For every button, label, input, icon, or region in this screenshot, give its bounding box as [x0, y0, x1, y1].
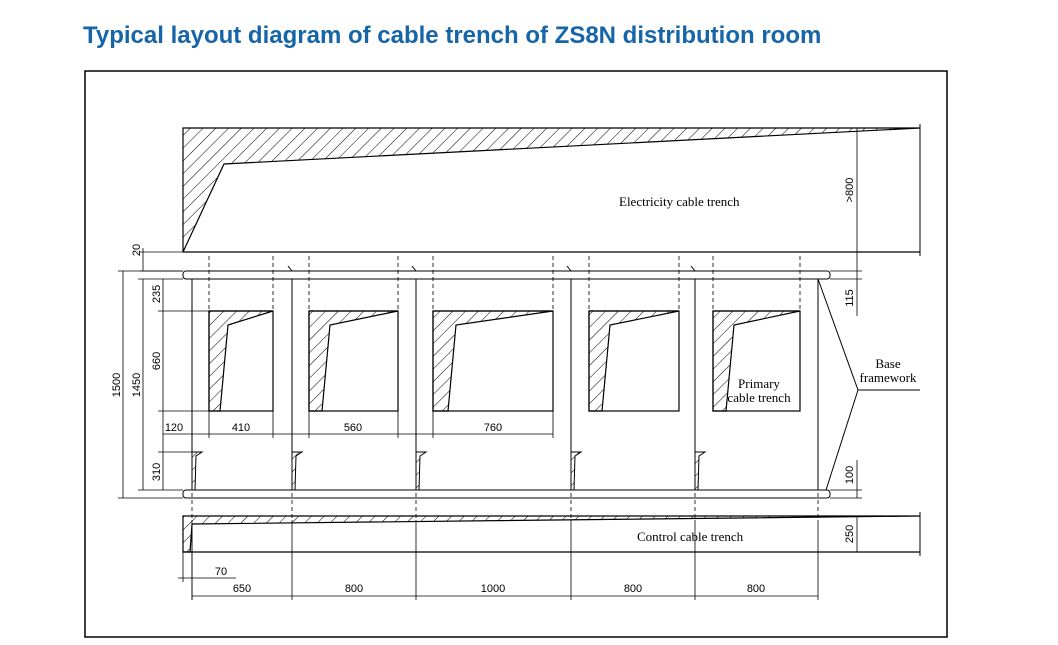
dim-310: 310 [151, 463, 163, 481]
bottom-width-5: 800 [747, 583, 765, 595]
base-framework [182, 265, 831, 499]
dim-250: 250 [844, 525, 856, 543]
dim-660: 660 [151, 352, 163, 370]
bottom-width-2: 800 [345, 583, 363, 595]
primary-opening-2 [308, 310, 399, 412]
primary-opening-5 [712, 310, 801, 412]
left-dimension-texts: 1500 1450 20 235 660 310 120 410 560 760… [111, 244, 502, 578]
primary-openings [208, 310, 801, 412]
right-dimension-texts: >800 115 100 250 [844, 178, 856, 544]
base-rail-top [182, 270, 831, 280]
dim-1500: 1500 [111, 373, 123, 397]
dim-560: 560 [344, 422, 362, 434]
dim-235: 235 [151, 285, 163, 303]
control-trench [182, 512, 921, 556]
control-trench-wall-hatch [182, 515, 921, 553]
base-rail-bottom [182, 489, 831, 499]
dim-70: 70 [215, 566, 227, 578]
base-framework-label-line-1: Base [875, 356, 901, 371]
dim-120: 120 [165, 422, 183, 434]
page-title: Typical layout diagram of cable trench o… [83, 22, 822, 49]
dim-100: 100 [844, 466, 856, 484]
dim-115: 115 [844, 289, 856, 307]
dim-410: 410 [232, 422, 250, 434]
bottom-dimension-texts: 650 800 1000 800 800 [233, 583, 765, 595]
control-trench-label: Control cable trench [637, 529, 744, 544]
primary-opening-1 [208, 310, 274, 412]
base-framework-label-line-2: framework [859, 370, 917, 385]
cabinet-outlines [191, 256, 819, 520]
dim-1450: 1450 [131, 373, 143, 397]
bottom-width-1: 650 [233, 583, 251, 595]
dim-over-800: >800 [844, 178, 856, 203]
rail-posts [191, 451, 707, 491]
electricity-trench-label: Electricity cable trench [619, 194, 740, 209]
drawing-frame [84, 70, 948, 638]
primary-trench-label-line-2: cable trench [727, 390, 791, 405]
bottom-width-4: 800 [624, 583, 642, 595]
electricity-trench [182, 124, 921, 256]
right-dimension-lines [830, 127, 920, 552]
primary-opening-3 [432, 310, 554, 412]
bottom-dimension-lines [191, 520, 819, 600]
primary-trench-label-line-1: Primary [738, 376, 780, 391]
bottom-width-3: 1000 [481, 583, 505, 595]
left-dimension-lines [118, 248, 554, 600]
dim-20: 20 [131, 244, 143, 256]
base-framework-leaders [817, 278, 920, 491]
electricity-trench-wall-hatch [182, 127, 921, 253]
primary-opening-4 [588, 310, 680, 412]
dim-760: 760 [484, 422, 502, 434]
